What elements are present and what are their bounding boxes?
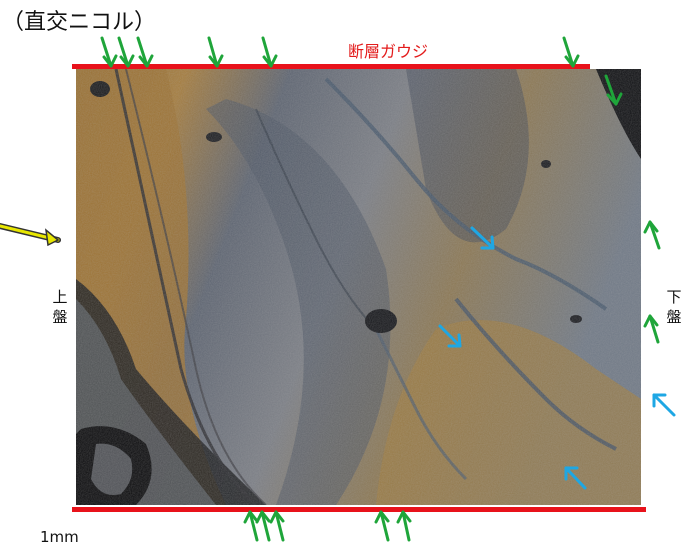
green-arrow-icon xyxy=(643,220,661,250)
green-arrow-icon xyxy=(643,314,660,344)
green-arrow-icon xyxy=(562,36,580,68)
fault-gouge-label: 断層ガウジ xyxy=(348,42,429,61)
fault-gouge-top-line xyxy=(72,64,590,69)
green-arrows-bottom xyxy=(243,510,412,542)
green-arrow-icon xyxy=(100,36,118,68)
figure-title: （直交ニコル） xyxy=(2,10,157,35)
green-arrow-icon xyxy=(117,36,135,68)
blue-arrow-icon xyxy=(652,393,676,417)
thin-section-micrograph xyxy=(76,69,641,505)
green-arrow-icon xyxy=(269,510,285,542)
green-arrow-icon xyxy=(136,36,154,68)
green-arrow-icon xyxy=(207,36,224,68)
green-arrow-icon xyxy=(396,510,412,542)
fault-gouge-bottom-line xyxy=(72,507,646,512)
footwall-label: 下盤 xyxy=(666,288,682,326)
green-arrow-icon xyxy=(261,36,278,68)
green-arrow-icon xyxy=(374,510,390,542)
yellow-arrow-icon xyxy=(0,223,61,247)
scale-label: 1mm xyxy=(40,528,79,546)
micrograph-image xyxy=(76,69,641,505)
green-arrow-icon xyxy=(243,510,259,542)
green-arrow-icon xyxy=(255,510,271,542)
green-arrows-right xyxy=(643,220,661,344)
hanging-wall-label: 上盤 xyxy=(52,288,68,326)
